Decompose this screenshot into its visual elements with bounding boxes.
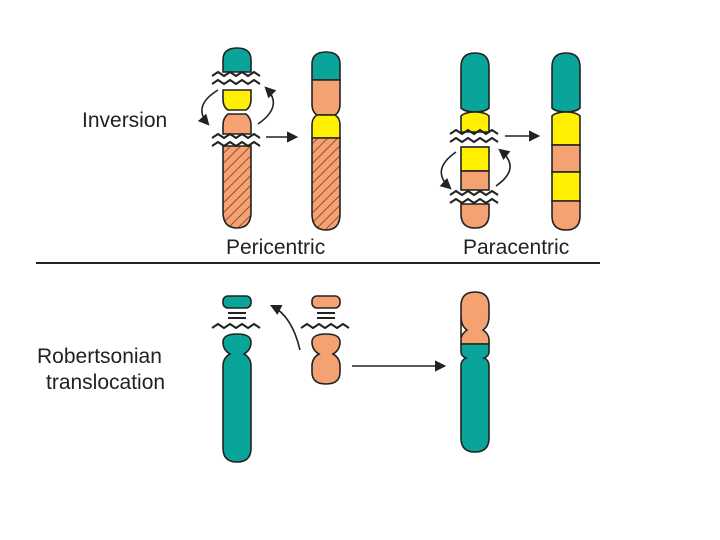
- section-divider: [36, 262, 600, 264]
- break-zigzag-lower-2: [211, 140, 261, 148]
- pericentric-result-chromosome: [311, 51, 341, 231]
- pericentric-broken-chromosome: [197, 47, 277, 229]
- yellow-segment-bottom: [551, 171, 581, 202]
- paracentric-label: Paracentric: [463, 236, 570, 259]
- rotation-arrow-right: [495, 148, 511, 187]
- rotation-arrow-left: [439, 151, 457, 190]
- teal-arm-segment: [460, 52, 490, 113]
- salmon-segment: [222, 113, 252, 135]
- salmon-arm-end: [551, 200, 581, 231]
- teal-arm-segment: [222, 47, 252, 73]
- teal-cap: [311, 51, 341, 81]
- salmon-segment-middle: [551, 144, 581, 173]
- short-arm-exchange-arrow: [269, 304, 301, 351]
- salmon-short-arm-fragment: [311, 295, 341, 309]
- robertsonian-fused-chromosome: [460, 291, 490, 453]
- paracentric-broken-chromosome: [439, 52, 511, 229]
- inversion-label: Inversion: [82, 109, 168, 132]
- teal-fused-arm: [460, 343, 490, 453]
- teal-arm-segment: [551, 52, 581, 113]
- robertsonian-label-line1: Robertsonian: [37, 345, 162, 368]
- salmon-fused-arm: [460, 291, 490, 345]
- teal-short-arm-fragment: [222, 295, 252, 309]
- break-zigzag-lower-2: [449, 197, 499, 205]
- salmon-arm-end: [460, 203, 490, 229]
- break-zigzag-upper-2: [211, 78, 261, 86]
- yellow-segment-top: [551, 111, 581, 146]
- salmon-segment: [311, 79, 341, 116]
- break-zigzag-upper-1: [211, 70, 261, 78]
- hatched-arm-segment: [222, 145, 252, 229]
- break-zigzag: [300, 322, 350, 330]
- break-zigzag: [211, 322, 261, 330]
- robertsonian-salmon-chromosome: [300, 295, 350, 385]
- salmon-long-arm: [311, 333, 341, 385]
- robertsonian-label-line2: translocation: [46, 371, 166, 394]
- break-zigzag-upper-2: [449, 136, 499, 144]
- hatched-arm-segment: [311, 137, 341, 231]
- rotation-arrow-left: [197, 89, 219, 126]
- pericentric-label: Pericentric: [226, 236, 326, 259]
- rotation-arrow-right: [257, 86, 277, 125]
- paracentric-result-chromosome: [551, 52, 581, 231]
- yellow-segment: [222, 89, 252, 111]
- salmon-segment: [460, 170, 490, 191]
- break-zigzag-lower-1: [449, 189, 499, 197]
- robertsonian-teal-chromosome: [211, 295, 261, 463]
- break-zigzag-upper-1: [449, 128, 499, 136]
- yellow-segment: [311, 114, 341, 139]
- teal-long-arm: [222, 333, 252, 463]
- break-zigzag-lower-1: [211, 132, 261, 140]
- yellow-segment-middle: [460, 146, 490, 172]
- yellow-segment-upper: [460, 111, 490, 133]
